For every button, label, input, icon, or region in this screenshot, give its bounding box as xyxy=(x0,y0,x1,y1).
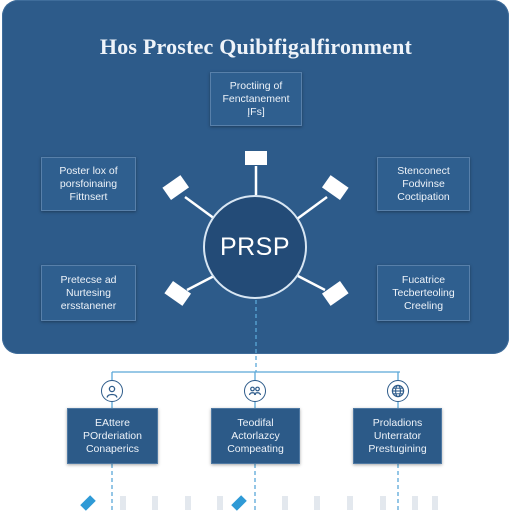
bottom-node-2-line-1: Teodifal xyxy=(237,416,274,429)
bottom-node-2[interactable]: Teodifal Actorlazcy Compeating xyxy=(211,408,300,464)
hub-node[interactable]: PRSP xyxy=(203,195,307,299)
node-left-lower[interactable]: Pretecse ad Nurtesing ersstanener xyxy=(41,265,136,321)
bottom-node-1-line-2: POrderiation xyxy=(83,429,142,442)
spoke-marker-upper-right xyxy=(321,175,349,201)
bottom-node-2-line-2: Actorlazcy xyxy=(231,429,280,442)
bottom-node-1[interactable]: EAttere POrderiation Conaperics xyxy=(67,408,158,464)
spoke-marker-lower-right xyxy=(321,280,349,306)
node-top-line-3: ĮFs] xyxy=(247,105,265,118)
bottom-node-3-line-2: Unterrator xyxy=(373,429,422,442)
node-left-upper[interactable]: Poster lox of porsfoinaing Fittnsert xyxy=(41,157,136,211)
spoke-marker-lower-left xyxy=(164,280,192,306)
bottom-node-3-line-1: Proladions xyxy=(372,416,423,429)
bottom-node-1-line-1: EAttere xyxy=(94,416,131,429)
globe-icon xyxy=(387,380,409,402)
node-right-lower[interactable]: Fucatrice Tecberteoling Creeling xyxy=(377,265,470,321)
node-right-lower-line-2: Tecberteoling xyxy=(392,286,455,299)
node-left-lower-line-2: Nurtesing xyxy=(66,286,111,299)
bottom-node-3-line-3: Prestugining xyxy=(368,442,427,455)
hub-label: PRSP xyxy=(219,232,291,261)
node-top-line-1: Proctiing of xyxy=(229,79,283,92)
node-right-upper-line-2: Fodvinse xyxy=(402,177,445,190)
bottom-node-3[interactable]: Proladions Unterrator Prestugining xyxy=(353,408,442,464)
bottom-node-2-line-3: Compeating xyxy=(227,442,284,455)
diagram-title: Hos Prostec Quibifigalfironment xyxy=(99,34,413,59)
spoke-marker-upper-left xyxy=(162,175,190,201)
node-top[interactable]: Proctiing of Fenctanement ĮFs] xyxy=(210,72,302,126)
node-right-lower-line-3: Creeling xyxy=(403,299,444,312)
node-left-lower-line-3: ersstanener xyxy=(60,299,117,312)
person-icon xyxy=(101,380,123,402)
node-left-lower-line-1: Pretecse ad xyxy=(60,273,117,286)
spoke-marker-top xyxy=(245,151,267,165)
people-icon xyxy=(244,380,266,402)
node-left-upper-line-2: porsfoinaing xyxy=(59,177,118,190)
node-left-upper-line-1: Poster lox of xyxy=(59,164,118,177)
node-right-upper-line-1: Stenconect xyxy=(397,164,450,177)
node-right-lower-line-1: Fucatrice xyxy=(401,273,446,286)
node-left-upper-line-3: Fittnsert xyxy=(69,190,108,203)
bottom-node-1-line-3: Conaperics xyxy=(85,442,140,455)
node-right-upper[interactable]: Stenconect Fodvinse Coctipation xyxy=(377,157,470,211)
node-top-line-2: Fenctanement xyxy=(222,92,290,105)
bottom-marker-row xyxy=(80,495,438,511)
node-right-upper-line-3: Coctipation xyxy=(397,190,450,203)
